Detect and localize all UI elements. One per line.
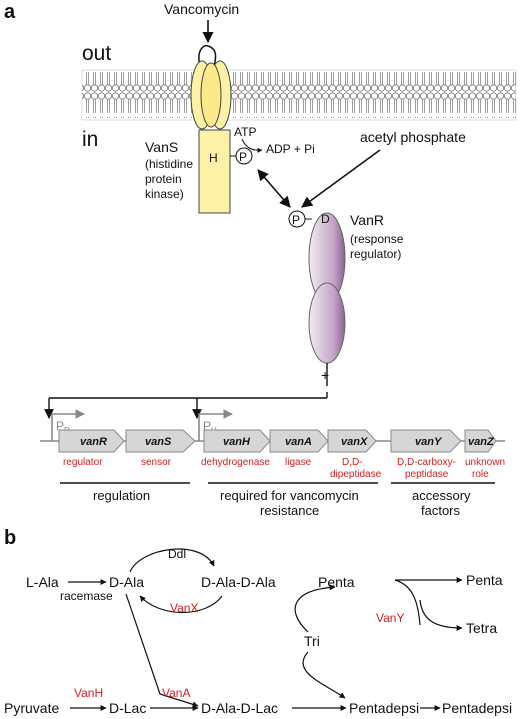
vana-label: VanA: [162, 686, 190, 700]
required-label-1: required for vancomycin: [220, 488, 359, 503]
d-ala-d-ala: D-Ala-D-Ala: [201, 574, 276, 590]
adp-pi-label: ADP + Pi: [266, 142, 315, 156]
gene-vanz: [464, 429, 497, 453]
gene-vanz-role-2: role: [472, 469, 489, 480]
vana-from-d-ala-arrow: [125, 593, 199, 708]
d-ala-d-lac: D-Ala-D-Lac: [201, 700, 278, 716]
d-ala: D-Ala: [109, 574, 144, 590]
vanr-phosphate-label: P: [292, 213, 300, 227]
vans-extracellular-loop: [198, 44, 217, 67]
vanr-name: VanR: [350, 212, 384, 228]
phosphotransfer-arrow: [257, 169, 291, 208]
d-lac: D-Lac: [109, 700, 146, 716]
atp-label: ATP: [234, 125, 256, 139]
vans-desc-1: (histidine: [145, 157, 193, 171]
vanh-label: VanH: [74, 686, 103, 700]
pentadepsi-2: Pentadepsi: [442, 700, 512, 716]
gene-vanh: [203, 429, 271, 453]
membrane-outline: [81, 69, 517, 121]
gene-vanx-role-1: D,D-: [342, 457, 363, 468]
vanr-d-label: D: [321, 212, 330, 226]
gene-vanh-label: vanH: [223, 436, 251, 448]
l-ala: L-Ala: [26, 574, 59, 590]
vans-kinase-domain: [198, 129, 231, 214]
gene-vans-label: vanS: [145, 436, 172, 448]
cell-membrane: [82, 72, 516, 118]
penta-2: Penta: [466, 572, 503, 588]
regulation-label: regulation: [93, 488, 150, 503]
racemase-label: racemase: [60, 589, 113, 603]
pr-promoter-arrow: [51, 409, 85, 441]
gene-vany-role-1: D,D-carboxy-: [397, 457, 456, 468]
gene-vany-role-2: peptidase: [405, 469, 449, 480]
vans-phosphate-circle: [235, 147, 253, 165]
gene-vana-label: vanA: [285, 436, 312, 448]
vans-desc-2: protein: [145, 172, 182, 186]
gene-vana-role: ligase: [285, 457, 312, 468]
gene-vanx-role-2: dipeptidase: [330, 469, 382, 480]
ph-promoter-arrow: [198, 409, 233, 441]
vany-branch-line: [394, 579, 421, 626]
panel-a-label: a: [4, 1, 16, 23]
vans-h-label: H: [209, 151, 218, 165]
vancomycin-label: Vancomycin: [164, 1, 239, 17]
gene-vanz-label: vanZ: [468, 436, 495, 448]
gene-vany: [390, 429, 462, 453]
tri: Tri: [304, 633, 320, 649]
ddl-label: Ddl: [168, 547, 186, 561]
tetra: Tetra: [466, 620, 497, 636]
acetyl-phosphate-label: acetyl phosphate: [360, 129, 466, 145]
ddl-arrow: [129, 548, 215, 573]
vanr-desc-1: (response: [350, 232, 404, 246]
vans-desc-3: kinase): [145, 187, 184, 201]
vans-phosphate-label: P: [239, 150, 247, 164]
vans-name: VanS: [145, 139, 178, 155]
gene-vanz-role-1: unknown: [465, 457, 505, 468]
vanx-label: VanX: [170, 601, 198, 615]
gene-vanx-label: vanX: [341, 436, 368, 448]
acetyl-phosphate-arrow: [301, 149, 381, 208]
gene-vanr-label: vanR: [80, 436, 107, 448]
ph-promoter-label: P: [203, 419, 211, 433]
tri-to-pentadepsi-arrow: [302, 651, 346, 699]
gene-vans-role: sensor: [141, 457, 172, 468]
gene-vanr: [58, 429, 125, 453]
vanx-arrow: [139, 595, 223, 613]
atp-hydrolysis-arrow: [241, 138, 263, 153]
gene-vanr-role: regulator: [63, 457, 103, 468]
vanr-effector-domain: [308, 282, 346, 364]
gene-vanx: [327, 429, 377, 453]
membrane-in-label: in: [82, 128, 98, 151]
penta-to-tetra-arrow: [419, 599, 463, 631]
gene-vans: [125, 429, 196, 453]
panel-b-label: b: [4, 527, 16, 549]
gene-vana: [269, 429, 329, 453]
accessory-label-1: accessory: [412, 488, 471, 503]
pr-promoter-label: P: [56, 419, 64, 433]
gene-vany-label: vanY: [415, 436, 443, 448]
pyruvate: Pyruvate: [4, 700, 59, 716]
activation-plus: +: [321, 367, 329, 383]
gene-vanh-role: dehydrogenase: [201, 457, 270, 468]
required-label-2: resistance: [260, 503, 319, 518]
membrane-out-label: out: [82, 42, 111, 65]
vans-tm-helix-3: [200, 62, 222, 128]
tri-to-penta-arrow: [294, 584, 336, 633]
pentadepsi-1: Pentadepsi: [349, 700, 419, 716]
accessory-label-2: factors: [421, 503, 461, 518]
vany-label: VanY: [376, 611, 404, 625]
penta-1: Penta: [318, 574, 355, 590]
vanr-desc-2: regulator): [350, 247, 401, 261]
